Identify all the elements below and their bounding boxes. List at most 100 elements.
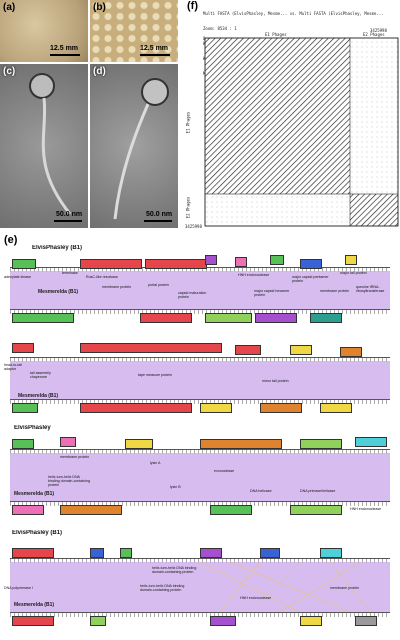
map-4-bottom-ruler: [10, 612, 390, 617]
panel-e-label: (e): [4, 234, 18, 246]
gene[interactable]: [310, 313, 342, 323]
panel-d-label: (d): [93, 66, 106, 77]
dotplot-y-end: 3425998: [185, 224, 202, 229]
annotation: membrane protein: [60, 455, 90, 459]
gene[interactable]: [125, 439, 153, 449]
gene[interactable]: [340, 347, 362, 357]
annotation: RusC-like resolvase: [86, 275, 118, 279]
map-4-bottom-title: Mesmerelda (B1): [14, 602, 55, 608]
gene[interactable]: [145, 259, 207, 269]
annotation: lysin A: [150, 461, 161, 465]
genome-map-3: ElvisPhasley Mesmerelda (B1) membrane pr…: [0, 425, 400, 525]
panel-b-scale-text: 12.5 mm: [140, 45, 169, 52]
annotation: HNH endonuclease: [238, 273, 270, 277]
map-4-synteny: [10, 562, 390, 612]
annotation: DNA helicase: [250, 489, 272, 493]
gene[interactable]: [210, 616, 236, 626]
gene[interactable]: [90, 616, 106, 626]
panel-c-scale-text: 50.0 nm: [56, 211, 83, 218]
panel-d-scalebar: [144, 220, 172, 222]
panel-c-scalebar: [54, 220, 82, 222]
gene[interactable]: [210, 505, 252, 515]
map-2-top-ruler: [10, 357, 390, 362]
panel-a-scalebar: [50, 54, 80, 56]
map-1-top-title: ElvisPhasley (B1): [32, 245, 83, 251]
dotplot-x-label-1: E1 Phages: [265, 32, 287, 37]
gene[interactable]: [12, 313, 74, 323]
annotation: membrane protein: [102, 285, 132, 289]
annotation: tail assembly chaperone: [30, 371, 51, 379]
gene[interactable]: [12, 548, 54, 558]
gene[interactable]: [300, 439, 342, 449]
panel-a-scale-text: 12.5 mm: [50, 45, 79, 52]
annotation: major capsid hexamer protein: [254, 289, 290, 297]
genome-map-1: ElvisPhasley (B1) Mesmerelda (B1) adenyl…: [0, 245, 400, 330]
gene[interactable]: [270, 255, 284, 265]
gene[interactable]: [120, 548, 132, 558]
gene[interactable]: [12, 259, 36, 269]
annotation: DNA primase/helicase: [300, 489, 336, 493]
gene[interactable]: [90, 548, 104, 558]
annotation: queuine tRNA-ribosyltransferase: [356, 285, 385, 293]
panel-c-micrograph: (c) 50.0 nm: [0, 64, 88, 228]
annotation: portal protein: [148, 283, 169, 287]
gene[interactable]: [140, 313, 192, 323]
gene[interactable]: [290, 505, 342, 515]
gene[interactable]: [60, 437, 76, 447]
gene[interactable]: [355, 616, 377, 626]
gene[interactable]: [255, 313, 297, 323]
annotation: DNA polymerase I: [4, 586, 33, 590]
genome-map-2: Mesmerelda (B1) head-to-tail adaptor tai…: [0, 335, 400, 420]
panel-f-dotplot: (f) Multi FASTA (ElvisPhasley, Mesme... …: [185, 0, 400, 232]
gene[interactable]: [355, 437, 387, 447]
gene[interactable]: [12, 616, 54, 626]
gene[interactable]: [80, 403, 192, 413]
gene[interactable]: [12, 439, 34, 449]
dotplot-axis-end: 3425998: [370, 28, 387, 33]
annotation: adenylate kinase: [4, 275, 31, 279]
gene[interactable]: [80, 259, 142, 269]
annotation: helix-turn-helix DNA binding domain-cont…: [152, 566, 197, 574]
gene[interactable]: [205, 255, 217, 265]
gene[interactable]: [12, 343, 34, 353]
gene[interactable]: [60, 505, 122, 515]
map-1-bottom-title: Mesmerelda (B1): [38, 289, 79, 295]
map-1-bottom-ruler: [10, 309, 390, 314]
gene[interactable]: [12, 403, 38, 413]
gene[interactable]: [200, 548, 222, 558]
gene[interactable]: [345, 255, 357, 265]
dotplot-header-line: Multi FASTA (ElvisPhasley, Mesme... vs. …: [203, 11, 384, 16]
genome-map-4: ElvisPhasley (B1) Mesmerelda (B1) DNA po…: [0, 530, 400, 640]
gene[interactable]: [200, 439, 282, 449]
annotation: membrane protein: [330, 586, 360, 590]
annotation: helix-turn-helix DNA binding domain-cont…: [140, 584, 185, 592]
map-3-top-title: ElvisPhasley: [14, 425, 51, 431]
annotation: lysin B: [170, 485, 181, 489]
gene[interactable]: [320, 548, 342, 558]
panel-b-plaques: (b) 12.5 mm: [90, 0, 178, 62]
gene[interactable]: [260, 403, 302, 413]
gene[interactable]: [320, 403, 352, 413]
gene[interactable]: [235, 257, 247, 267]
gene[interactable]: [260, 548, 280, 558]
gene[interactable]: [235, 345, 261, 355]
panel-f-label: (f): [187, 0, 198, 12]
annotation: tape measure protein: [138, 373, 172, 377]
gene[interactable]: [290, 345, 312, 355]
annotation: HNH endonuclease: [240, 596, 272, 600]
map-2-bottom-ruler: [10, 399, 390, 404]
annotation: minor tail protein: [262, 379, 289, 383]
map-3-synteny: [10, 453, 390, 501]
gene[interactable]: [300, 259, 322, 269]
annotation: helix-turn-helix DNA binding domain-cont…: [48, 475, 90, 487]
gene[interactable]: [205, 313, 252, 323]
panel-b-label: (b): [93, 2, 106, 13]
map-3-bottom-title: Mesmerelda (B1): [14, 491, 55, 497]
gene[interactable]: [300, 616, 322, 626]
panel-c-label: (c): [3, 66, 16, 77]
panel-a-plaque-plate: (a) 12.5 mm: [0, 0, 88, 62]
gene[interactable]: [12, 505, 44, 515]
gene[interactable]: [80, 343, 222, 353]
panel-a-label: (a): [3, 2, 16, 13]
gene[interactable]: [200, 403, 232, 413]
